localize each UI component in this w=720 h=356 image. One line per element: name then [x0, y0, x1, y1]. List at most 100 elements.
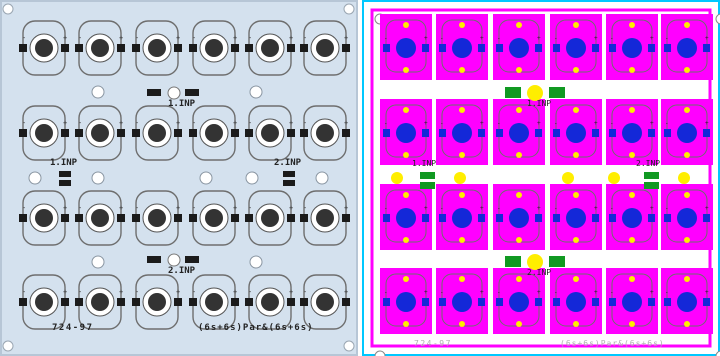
led-body	[205, 124, 223, 142]
via	[684, 152, 690, 158]
led-footprint: -+	[300, 190, 350, 246]
via	[516, 22, 522, 28]
led-copper-cell: -+	[550, 14, 602, 80]
led-pad-minus	[132, 214, 140, 222]
input-pad-minus	[147, 256, 161, 263]
polarity-plus-label: +	[537, 289, 541, 296]
led-footprint: -+	[132, 190, 182, 246]
led-thermal-pad	[677, 123, 697, 143]
polarity-plus-label: +	[289, 204, 293, 212]
polarity-minus-label: -	[554, 289, 558, 296]
led-copper-cell: -+	[661, 268, 713, 334]
via	[459, 237, 465, 243]
led-pad-minus	[19, 44, 27, 52]
led-thermal-pad	[452, 123, 472, 143]
led-pad-plus	[174, 129, 182, 137]
input-label: 1.INP	[50, 158, 78, 168]
polarity-plus-label: +	[233, 34, 237, 42]
polarity-minus-label: -	[22, 288, 26, 296]
via	[629, 192, 635, 198]
polarity-plus-label: +	[480, 289, 484, 296]
led-pad-plus	[703, 129, 710, 137]
polarity-plus-label: +	[594, 205, 598, 212]
led-pad-minus	[553, 298, 560, 306]
via	[629, 321, 635, 327]
led-pad-minus	[609, 44, 616, 52]
led-pad-plus	[703, 44, 710, 52]
led-pad-minus	[189, 214, 197, 222]
led-footprint: -+	[132, 105, 182, 161]
polarity-plus-label: +	[63, 119, 67, 127]
led-footprint: -+	[300, 20, 350, 76]
thru-hole	[249, 255, 263, 269]
thru-hole	[91, 85, 105, 99]
via	[459, 152, 465, 158]
led-body	[148, 124, 166, 142]
led-pad-plus	[174, 44, 182, 52]
led-pad-minus	[300, 129, 308, 137]
polarity-minus-label: -	[665, 289, 669, 296]
via	[573, 276, 579, 282]
led-pad-minus	[439, 298, 446, 306]
led-pad-plus	[592, 298, 599, 306]
thru-hole	[199, 171, 213, 185]
polarity-minus-label: -	[248, 119, 252, 127]
led-pad-plus	[422, 298, 429, 306]
polarity-plus-label: +	[480, 205, 484, 212]
polarity-minus-label: -	[192, 288, 196, 296]
led-pad-minus	[189, 298, 197, 306]
led-pad-plus	[287, 298, 295, 306]
via-large	[608, 172, 620, 184]
polarity-minus-label: -	[497, 35, 501, 42]
via	[459, 67, 465, 73]
thru-hole	[28, 171, 42, 185]
polarity-plus-label: +	[480, 120, 484, 127]
via	[573, 22, 579, 28]
via	[516, 276, 522, 282]
polarity-plus-label: +	[650, 205, 654, 212]
led-copper-cell: -+	[493, 14, 545, 80]
led-pad-minus	[609, 214, 616, 222]
led-footprint: -+	[132, 274, 182, 330]
led-copper-cell: -+	[436, 184, 488, 250]
led-pad-plus	[342, 214, 350, 222]
led-pad-minus	[300, 214, 308, 222]
led-thermal-pad	[622, 292, 642, 312]
connector-pad-plus	[644, 182, 659, 189]
polarity-plus-label: +	[705, 205, 709, 212]
led-pad-plus	[231, 129, 239, 137]
perimeter-trace	[370, 8, 712, 348]
via-large	[562, 172, 574, 184]
board-edge	[0, 0, 358, 356]
via-large	[678, 172, 690, 184]
led-thermal-pad	[396, 292, 416, 312]
led-footprint: -+	[300, 274, 350, 330]
led-pad-plus	[61, 44, 69, 52]
polarity-minus-label: -	[665, 205, 669, 212]
board-frame	[362, 0, 720, 356]
led-footprint: -+	[132, 20, 182, 76]
input-hole	[167, 86, 181, 100]
led-pad-minus	[189, 44, 197, 52]
led-pad-minus	[553, 44, 560, 52]
polarity-plus-label: +	[176, 119, 180, 127]
via	[403, 67, 409, 73]
via	[629, 67, 635, 73]
via	[459, 276, 465, 282]
connector-pad-minus	[644, 172, 659, 179]
led-pad-plus	[287, 214, 295, 222]
mounting-hole	[374, 350, 386, 356]
right-board-svg: -+-+-+-+-+-+-+-+-+-+-+-+-+-+-+-+-+-+-+-+…	[362, 0, 720, 356]
led-copper-cell: -+	[380, 184, 432, 250]
led-pad-plus	[342, 298, 350, 306]
led-pad-minus	[553, 214, 560, 222]
led-pad-minus	[245, 214, 253, 222]
led-thermal-pad	[677, 38, 697, 58]
via	[516, 321, 522, 327]
led-pad-plus	[478, 44, 485, 52]
polarity-minus-label: -	[192, 119, 196, 127]
led-pad-minus	[300, 44, 308, 52]
led-pad-minus	[189, 129, 197, 137]
led-pad-plus	[535, 298, 542, 306]
thru-hole	[245, 171, 259, 185]
